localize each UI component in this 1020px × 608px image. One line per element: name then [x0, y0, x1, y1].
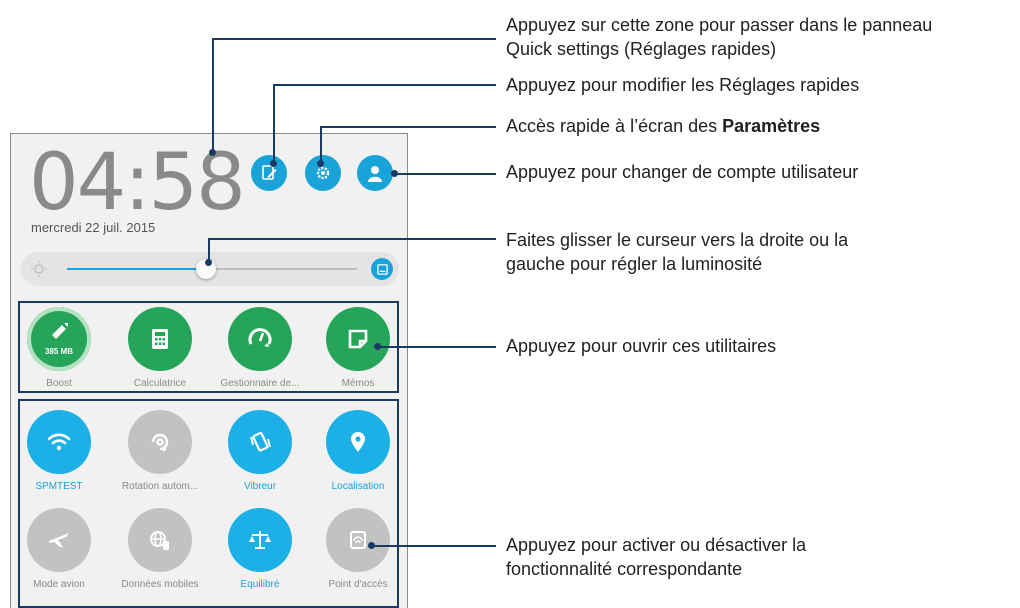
vibrate-icon — [250, 432, 271, 452]
calculator-icon — [152, 329, 168, 349]
user-icon — [368, 166, 382, 182]
toggle-hotspot[interactable]: Point d'accès — [310, 508, 406, 590]
utility-memos[interactable]: Mémos — [310, 307, 406, 389]
utility-label: Calculatrice — [133, 378, 187, 389]
callout-line — [320, 126, 496, 128]
auto-brightness-icon — [376, 263, 388, 275]
callout-line — [208, 238, 210, 264]
note-icon — [348, 329, 368, 349]
callout-line — [320, 126, 322, 166]
utility-label: Mémos — [341, 378, 375, 389]
brightness-slider[interactable] — [67, 259, 357, 279]
callout-dot — [270, 160, 277, 167]
toggle-auto-rotation[interactable]: Rotation autom... — [112, 410, 208, 492]
toggle-label: Équilibré — [240, 579, 280, 590]
hotspot-icon — [350, 531, 366, 549]
toggle-label: Localisation — [331, 481, 385, 492]
boost-memory-badge: 385 MB — [44, 347, 73, 356]
toggle-airplane-mode[interactable]: Mode avion — [11, 508, 107, 590]
rotation-icon — [151, 433, 169, 452]
edit-icon — [262, 165, 277, 180]
mobile-data-icon — [150, 531, 169, 550]
balance-icon — [249, 531, 271, 549]
callout-brightness: Faites glisser le curseur vers la droite… — [506, 230, 849, 274]
callout-dot — [205, 259, 212, 266]
callout-dot — [374, 343, 381, 350]
brightness-fill — [67, 268, 207, 270]
toggle-label: Mode avion — [33, 579, 85, 590]
callout-toggles: Appuyez pour activer ou désactiver la fo… — [506, 535, 807, 579]
callout-dot — [317, 160, 324, 167]
toggle-mobile-data[interactable]: Données mobiles — [112, 508, 208, 590]
toggle-wifi[interactable]: SPMTEST — [11, 410, 107, 492]
callout-dot — [368, 542, 375, 549]
callout-line — [208, 238, 496, 240]
toggle-label: Point d'accès — [328, 579, 388, 590]
gear-icon — [316, 166, 330, 180]
callout-utilities: Appuyez pour ouvrir ces utilitaires — [506, 336, 777, 356]
callout-line — [378, 346, 496, 348]
toggle-label: Rotation autom... — [121, 481, 199, 492]
toggle-label: Données mobiles — [121, 579, 199, 590]
toggle-vibrate[interactable]: Vibreur — [212, 410, 308, 492]
toggle-label: SPMTEST — [35, 481, 83, 492]
location-icon — [351, 432, 365, 452]
callout-dot — [209, 149, 216, 156]
callout-line — [273, 84, 275, 166]
toggle-label: Vibreur — [243, 481, 277, 492]
callout-line — [212, 38, 214, 153]
airplane-icon — [49, 533, 69, 547]
edit-quick-settings-button[interactable] — [251, 155, 287, 191]
brightness-bar — [21, 252, 399, 286]
callout-line — [395, 173, 496, 175]
clock: 04:58 — [29, 138, 246, 228]
callout-user: Appuyez pour changer de compte utilisate… — [506, 162, 859, 182]
utility-label: Boost — [46, 378, 72, 389]
auto-brightness-button[interactable] — [371, 258, 393, 280]
callout-dot — [391, 170, 398, 177]
quick-settings-panel: 04:58 mercredi 22 juil. 2015 385 MB Boos… — [10, 133, 408, 608]
utility-mobile-manager[interactable]: Gestionnaire de... — [212, 307, 308, 389]
callout-line — [273, 84, 496, 86]
gauge-icon — [248, 328, 272, 347]
callout-quick-settings: Appuyez sur cette zone pour passer dans … — [506, 15, 933, 59]
toggle-power-mode[interactable]: Équilibré — [212, 508, 308, 590]
utility-label: Gestionnaire de... — [220, 378, 300, 389]
callout-line — [212, 38, 496, 40]
user-account-button[interactable] — [357, 155, 393, 191]
utility-boost[interactable]: 385 MB Boost — [11, 307, 107, 389]
rocket-icon — [52, 323, 68, 339]
toggle-location[interactable]: Localisation — [310, 410, 406, 492]
callout-edit: Appuyez pour modifier les Réglages rapid… — [506, 75, 860, 95]
date: mercredi 22 juil. 2015 — [31, 220, 156, 235]
wifi-icon — [47, 433, 71, 451]
utility-calculator[interactable]: Calculatrice — [112, 307, 208, 389]
callout-settings: Accès rapide à l’écran des Paramètres — [506, 116, 821, 136]
brightness-low-icon — [31, 261, 47, 277]
callout-line — [372, 545, 496, 547]
